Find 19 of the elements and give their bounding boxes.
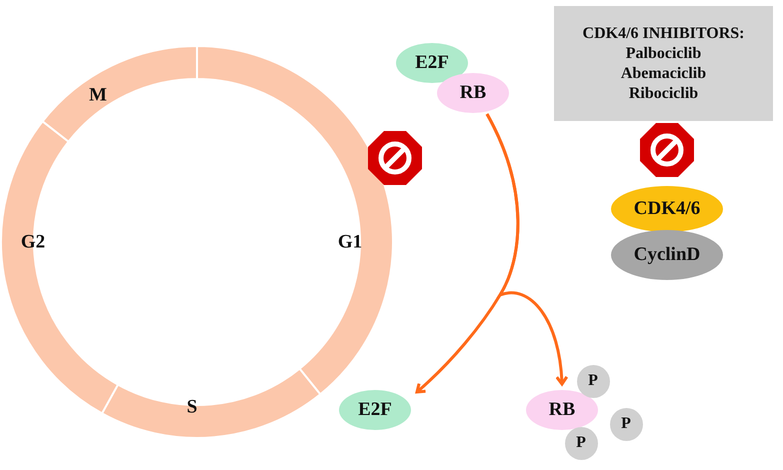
phosphate-circle: P [564,426,598,460]
phase-label: G2 [20,232,46,252]
phosphate-circle: P [610,408,642,440]
protein-ellipse: CyclinD [611,230,723,280]
protein-ellipse: RB [437,73,509,113]
arrow [486,113,568,386]
phase-label: M [89,86,107,104]
drug-list-box [554,6,773,121]
protein-ellipse: E2F [396,43,468,83]
phosphate-circle: P [576,364,610,398]
box-heading: CDK4/6 INHIBITORS: [582,24,744,44]
protein-ellipse: E2F [339,390,411,430]
protein-ellipse: CDK4/6 [611,186,723,232]
drug-name: Abemaciclib [620,64,706,84]
drug-name: Palbociclib [626,44,702,64]
drug-name: Ribociclib [628,84,698,104]
phase-label: S [186,398,198,416]
protein-ellipse: RB [526,390,598,430]
phase-label: G1 [338,232,362,252]
